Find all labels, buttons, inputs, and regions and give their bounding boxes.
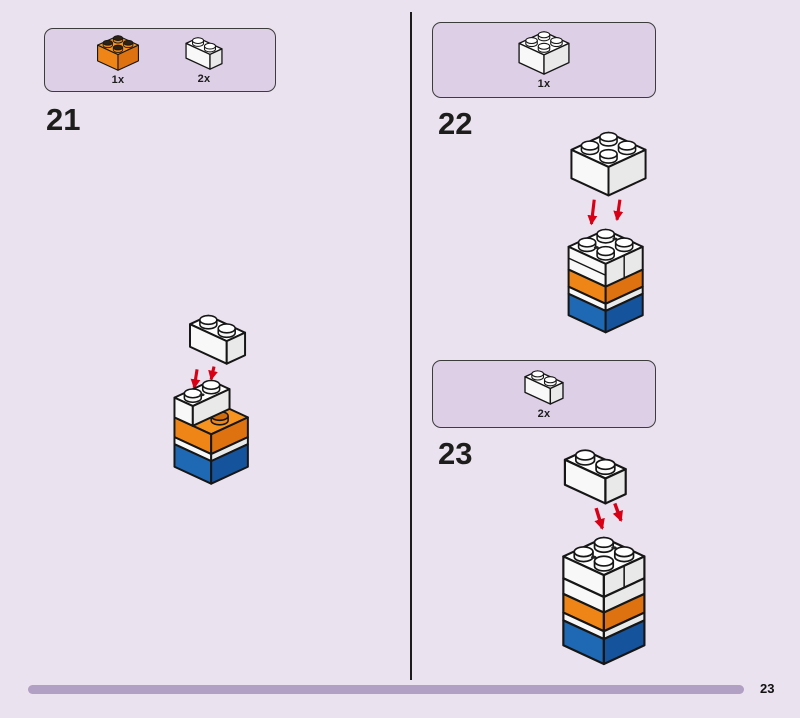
parts-callout-step-22: 1x (432, 22, 656, 98)
floating-white-2x2-brick (571, 133, 645, 196)
step-number-23: 23 (438, 436, 473, 471)
placement-arrow (613, 199, 624, 222)
part-item: 1x (96, 34, 140, 86)
placement-arrow (190, 369, 201, 390)
brick-stack (173, 379, 249, 485)
assembly-diagram-step-22 (567, 127, 657, 334)
brick-stack (567, 228, 644, 334)
placement-arrow (594, 507, 605, 530)
parts-callout-step-23: 2x (432, 360, 656, 428)
part-item: 1x (517, 30, 571, 90)
page-number: 23 (760, 681, 775, 696)
step-number-22: 22 (438, 106, 473, 141)
column-divider (410, 12, 412, 680)
brick-stack (562, 536, 646, 666)
step-number-21: 21 (46, 102, 81, 137)
assembly-diagram-step-21 (173, 310, 249, 485)
parts-callout-step-21: 1x 2x (44, 28, 276, 92)
part-count: 1x (111, 74, 125, 86)
placement-arrow (612, 502, 623, 523)
placement-arrow (208, 366, 218, 381)
placement-arrow (587, 199, 598, 226)
white-2x2-brick-icon (517, 30, 571, 76)
part-count: 2x (197, 72, 211, 85)
part-item: 2x (184, 36, 224, 85)
part-count: 2x (537, 407, 551, 420)
orange-2x2-brick-icon (96, 34, 140, 72)
assembly-diagram-step-23 (562, 444, 646, 666)
progress-bar (28, 685, 744, 694)
white-1x2-brick-icon (523, 369, 565, 406)
floating-white-1x2-brick (565, 450, 626, 503)
part-count: 1x (537, 78, 551, 90)
floating-white-1x2-brick (190, 316, 245, 364)
part-item: 2x (523, 369, 565, 420)
white-1x2-brick-icon (184, 36, 224, 71)
